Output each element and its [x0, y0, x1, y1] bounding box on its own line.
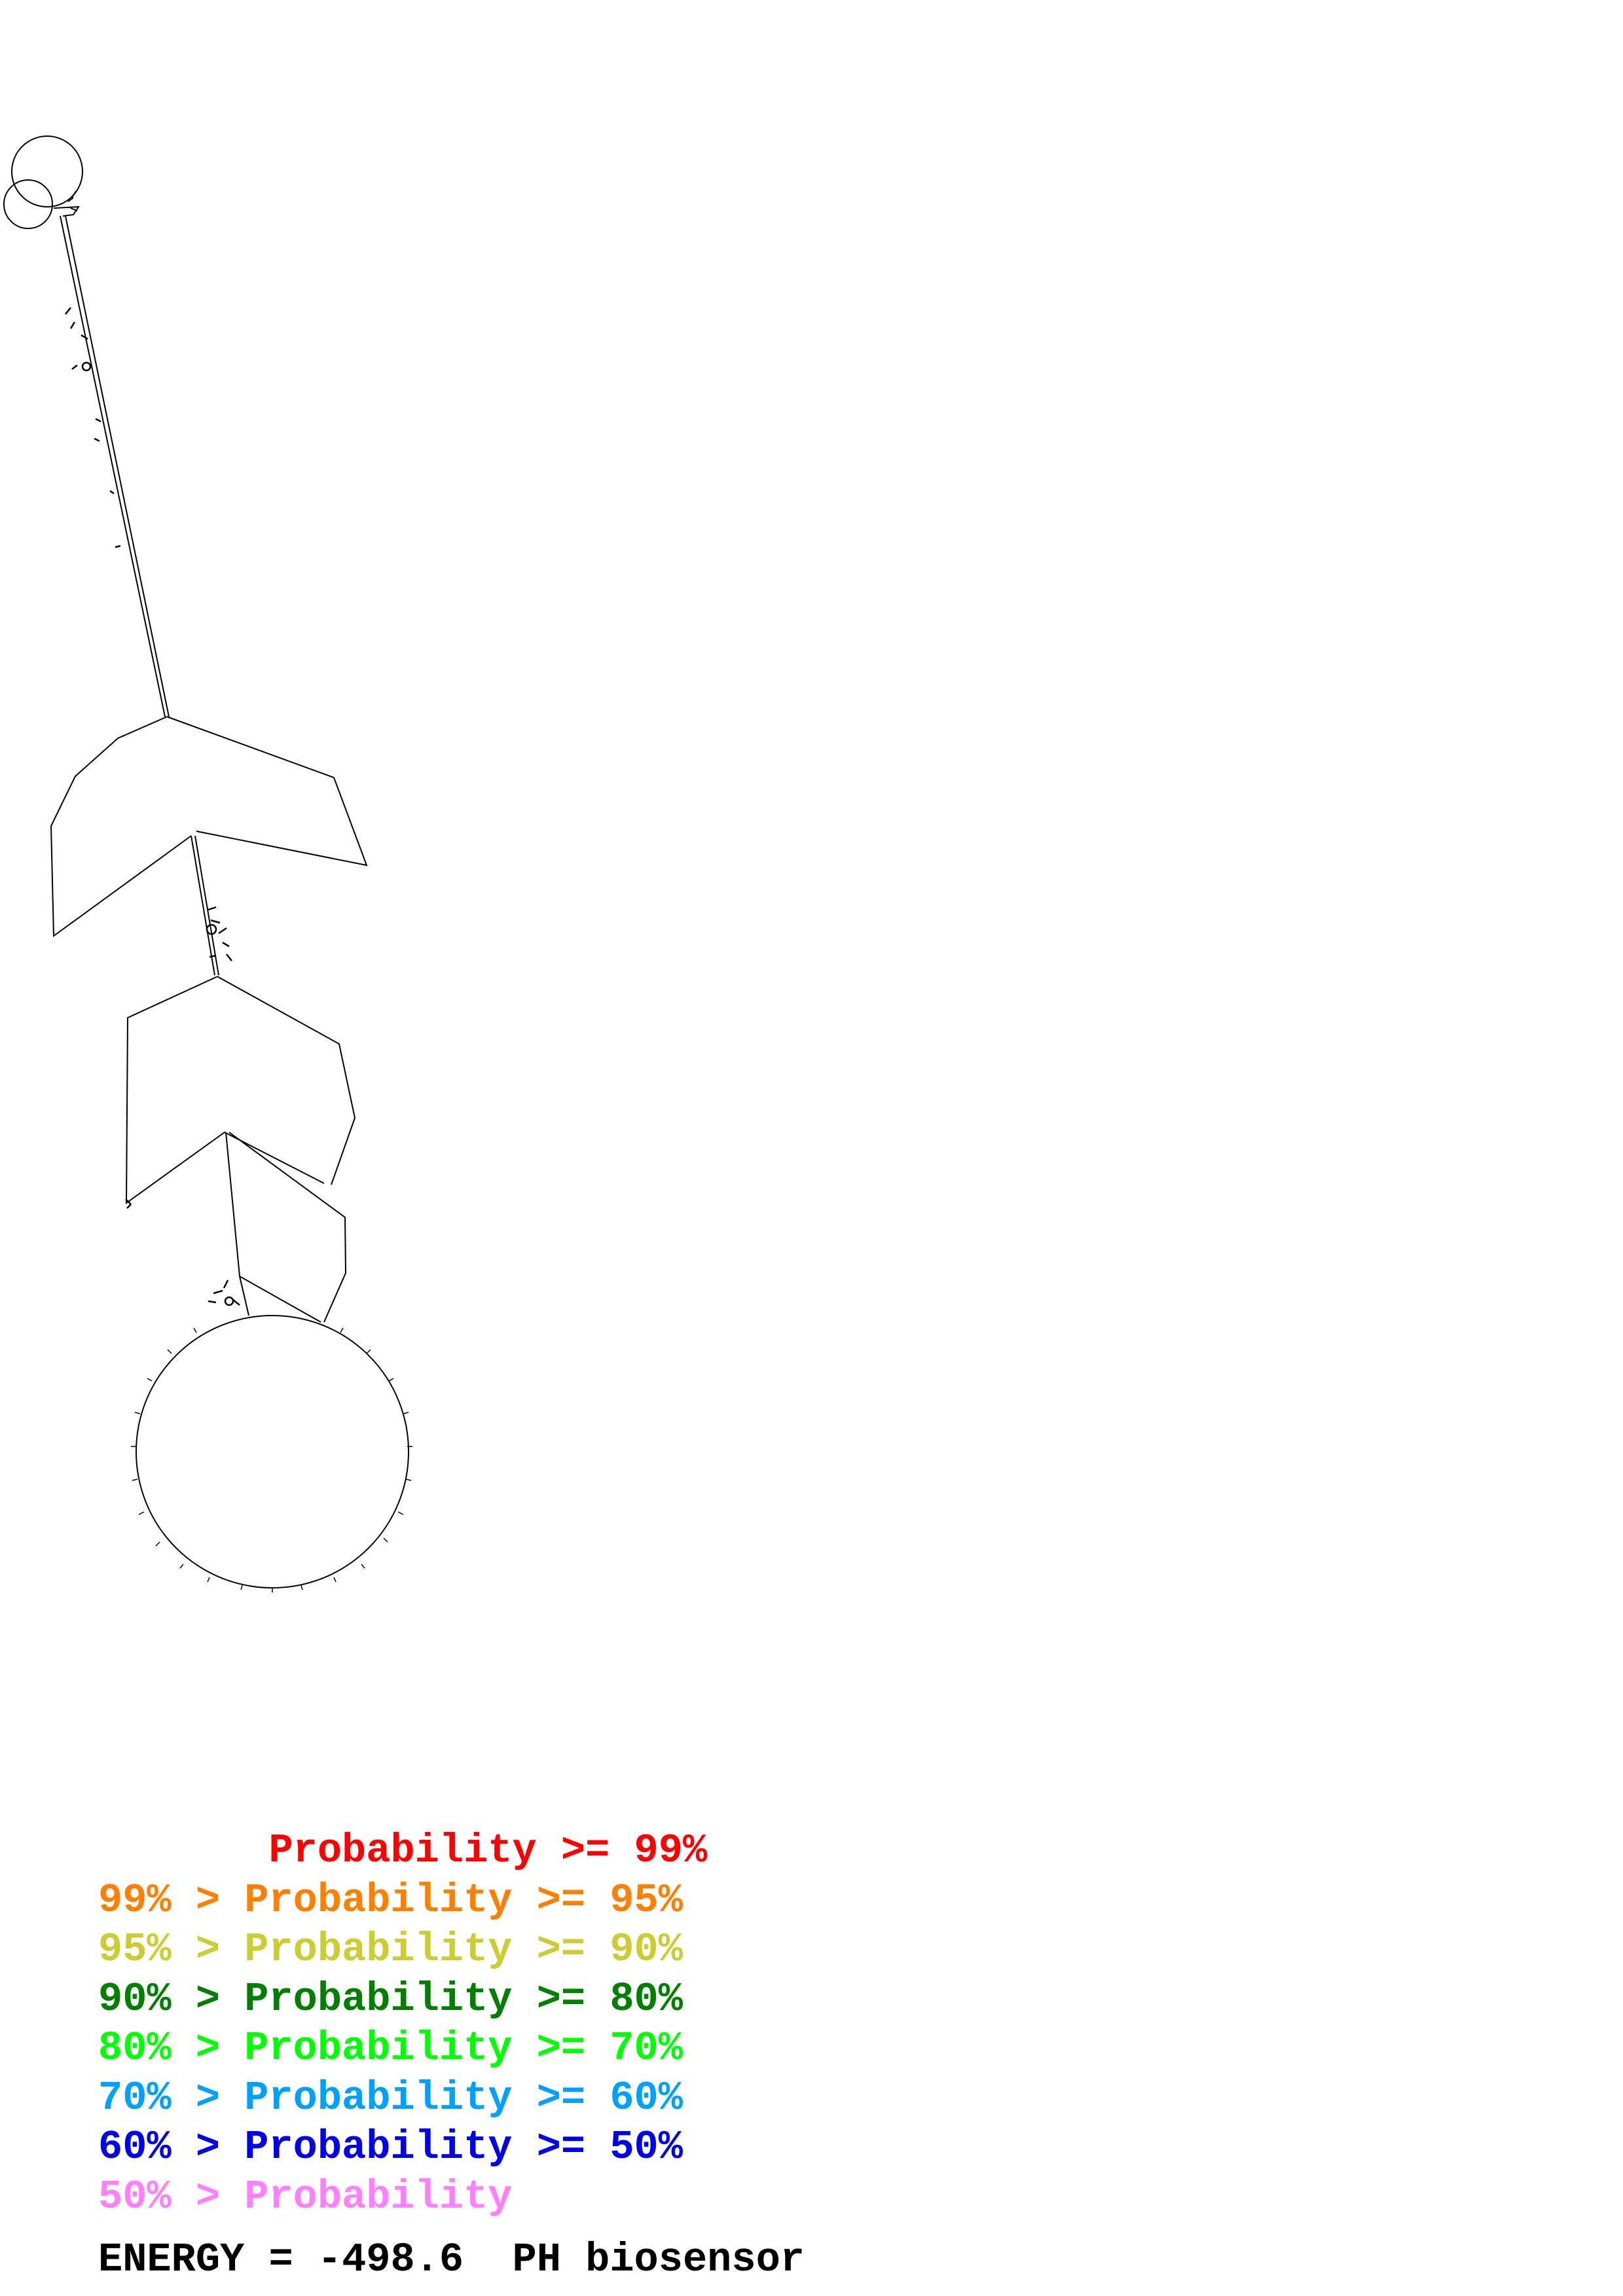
energy-value: -498.6 [317, 2236, 464, 2283]
lower-bulges [125, 1198, 240, 1306]
legend-entry: 50% > Probability [98, 2173, 513, 2220]
middle-helix-bulges [206, 906, 232, 961]
sequence-name: PH biosensor [512, 2236, 805, 2283]
multiloop-middle [125, 976, 356, 1204]
long-helix-stem [60, 215, 170, 717]
helix-bulges [65, 307, 121, 548]
probability-legend: Probability >= 99% 99% > Probability >= … [98, 1826, 707, 2221]
terminal-loop-large [11, 135, 83, 207]
lower-helix-stem [225, 1132, 347, 1323]
legend-entry: 60% > Probability >= 50% [98, 2124, 683, 2170]
lower-helix-branch [239, 1276, 321, 1323]
terminal-loop-junction [53, 190, 80, 217]
legend-entry: 90% > Probability >= 80% [98, 1975, 683, 2022]
rna-secondary-structure-diagram [3, 135, 412, 1592]
terminal-loop-small [3, 179, 53, 229]
legend-entry: 99% > Probability >= 95% [98, 1876, 683, 1924]
terminal-loop-bottom [136, 1315, 409, 1588]
legend-entry: 70% > Probability >= 60% [98, 2074, 683, 2121]
multiloop-upper [50, 716, 368, 937]
legend-entry: Probability >= 99% [98, 1827, 708, 1874]
caption-spacer [464, 2236, 512, 2283]
loop-base-ticks [131, 1327, 412, 1592]
energy-caption: ENERGY = -498.6 PH biosensor [98, 2235, 805, 2284]
middle-helix-stem [191, 835, 219, 976]
legend-entry: 95% > Probability >= 90% [98, 1926, 683, 1973]
energy-label: ENERGY = [98, 2236, 318, 2283]
legend-entry: 80% > Probability >= 70% [98, 2025, 683, 2072]
